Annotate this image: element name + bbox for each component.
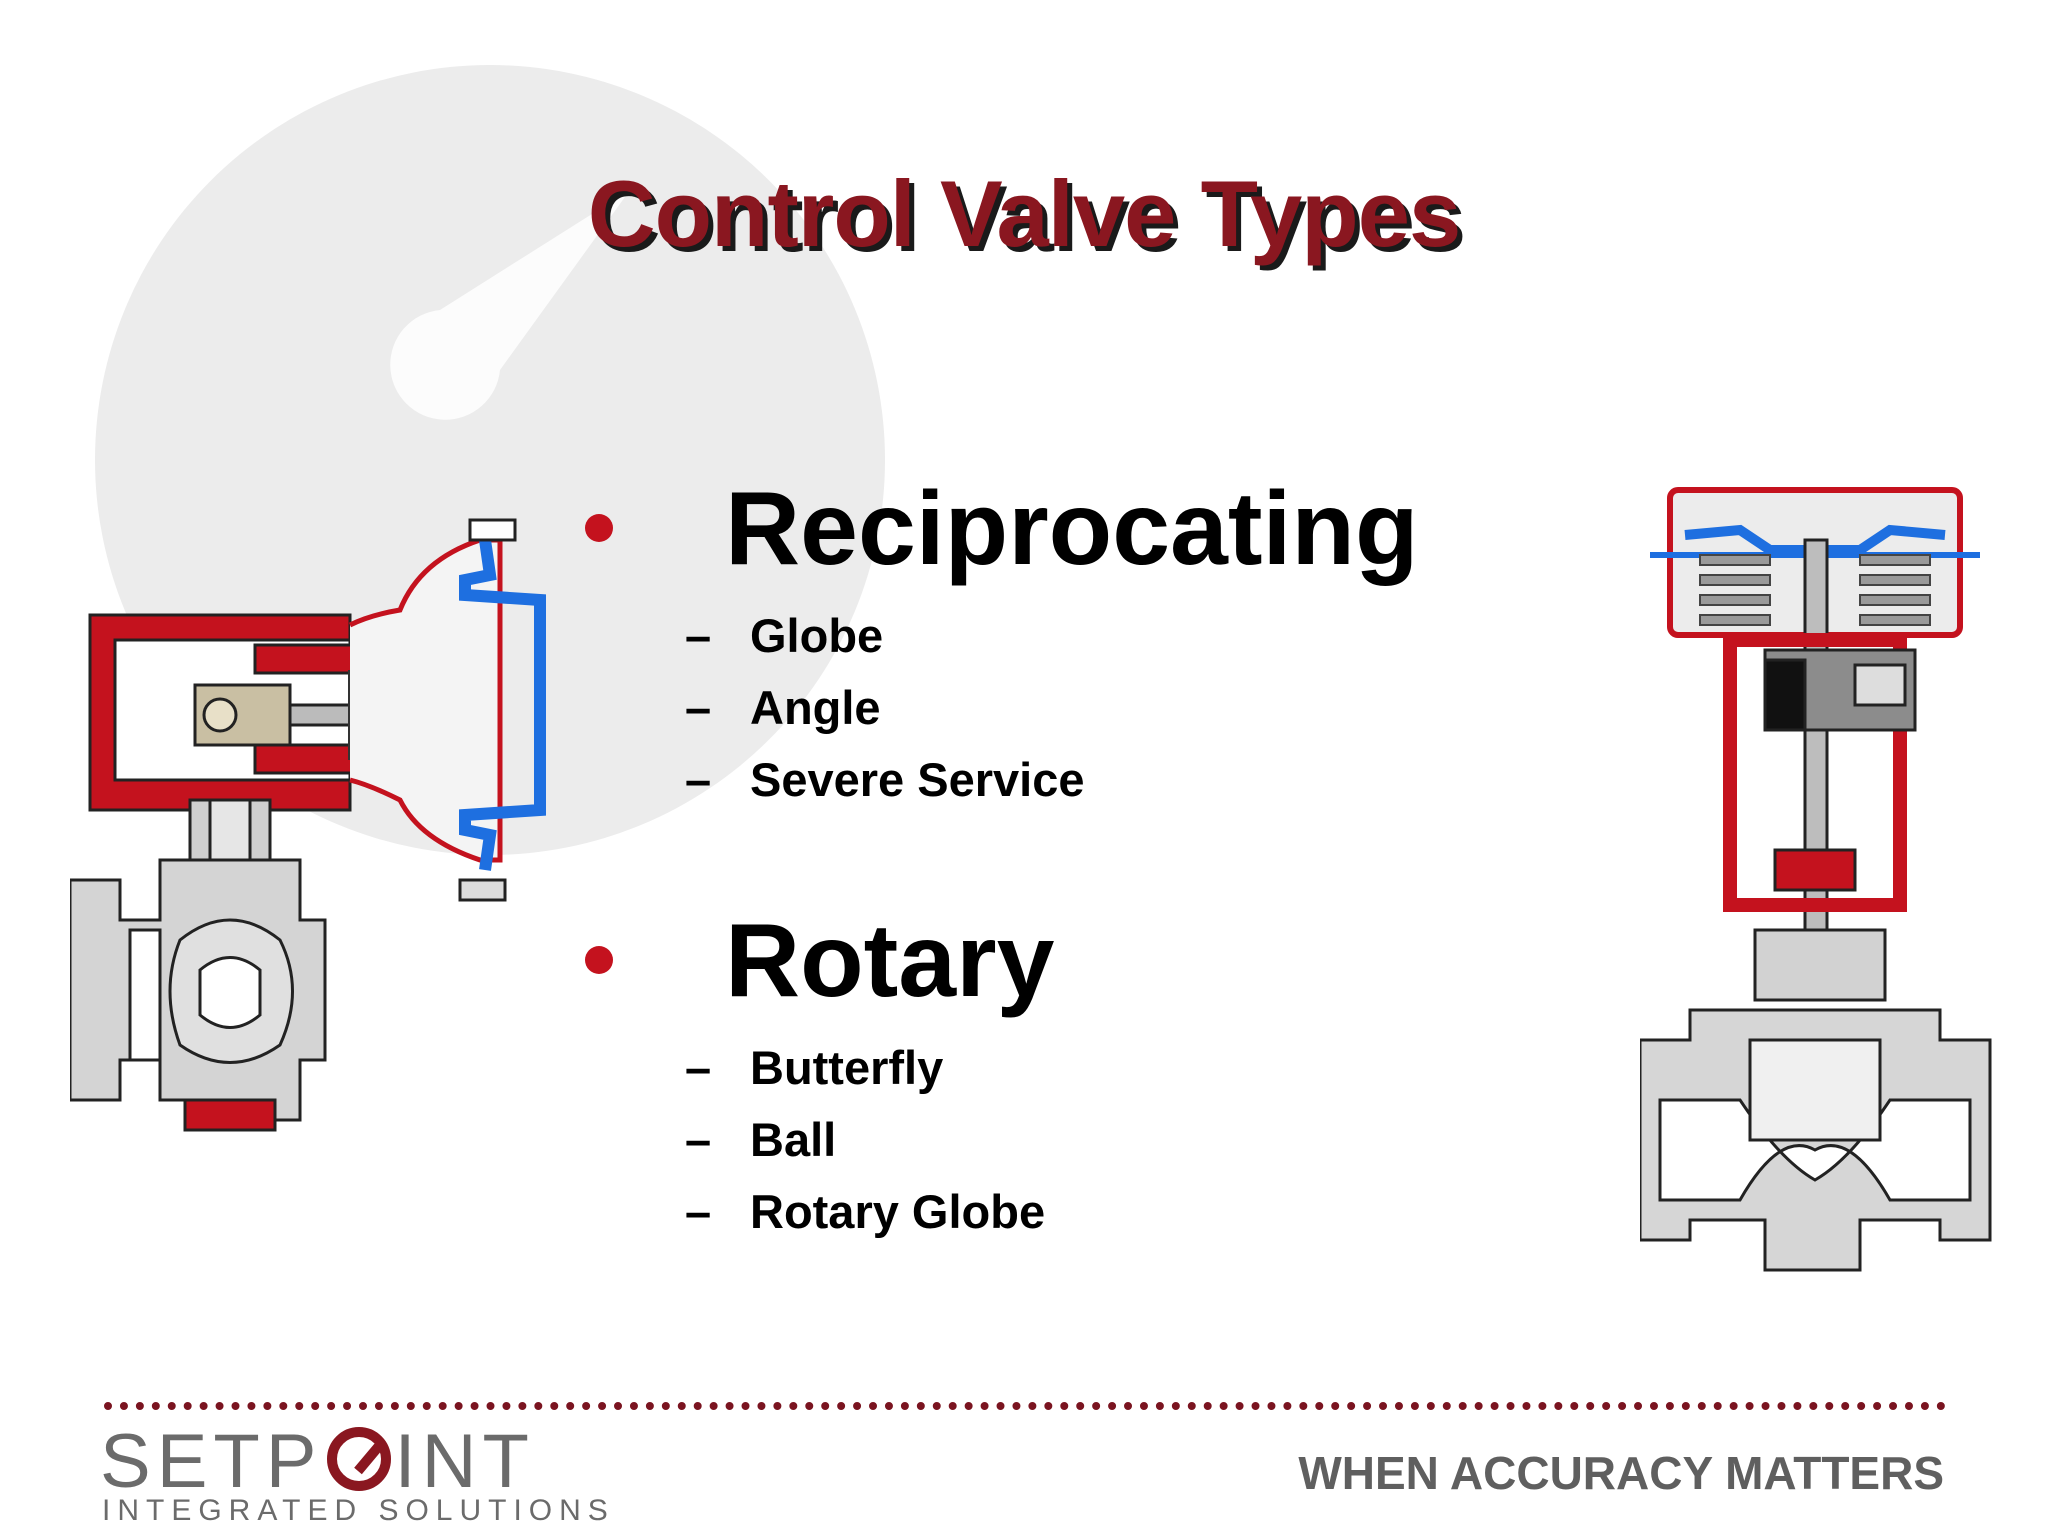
logo-gauge-icon — [326, 1427, 391, 1491]
watermark-needle-icon — [390, 190, 630, 420]
globe-valve-illustration — [1640, 487, 1992, 1272]
logo-subtitle: INTEGRATED SOLUTIONS — [102, 1494, 615, 1527]
dash-icon: – — [685, 753, 712, 806]
footer-divider — [104, 1402, 1946, 1410]
dash-icon: – — [685, 609, 712, 662]
list-item-label: Rotary — [725, 903, 1055, 1019]
rotary-valve-illustration — [70, 518, 546, 1132]
bullet-icon — [585, 514, 613, 542]
bullet-icon — [585, 946, 613, 974]
dash-icon: – — [685, 1113, 712, 1166]
list-item-label: Reciprocating — [725, 471, 1419, 587]
dash-icon: – — [685, 1185, 712, 1238]
footer-tagline: WHEN ACCURACY MATTERS — [1298, 1447, 1944, 1499]
slide-title: Control Valve Types — [587, 161, 1462, 266]
dash-icon: – — [685, 1041, 712, 1094]
dash-icon: – — [685, 681, 712, 734]
